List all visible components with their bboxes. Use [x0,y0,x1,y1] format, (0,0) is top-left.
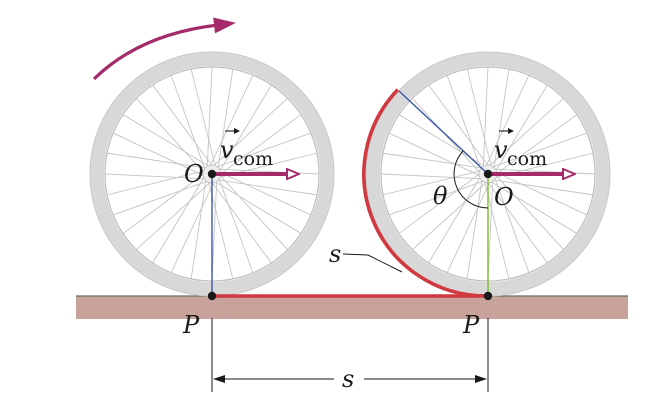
spoke [210,74,254,166]
clockwise-arrow-icon [92,17,236,81]
spoke [382,170,480,196]
spoke [136,182,211,250]
spoke [428,84,489,166]
angle-label: θ [433,182,448,210]
spoke [388,132,480,176]
spoke [493,132,588,168]
spoke [446,182,490,274]
spoke [484,182,510,280]
spoke [152,177,205,264]
spoke [206,66,213,167]
center-label-left: O [184,160,204,188]
velocity-label-left: v [220,136,234,164]
center-label-right: O [494,183,514,211]
spoke [219,168,320,175]
spoke [218,179,318,196]
spoke [112,132,204,176]
spoke [220,172,312,216]
velocity-subscript-left: com [233,148,273,170]
contact-label-right: P [462,311,480,339]
spoke [215,181,302,234]
spoke [217,68,234,168]
center-dot-left [207,169,217,179]
spoke [493,68,510,168]
spoke [211,181,218,282]
spoke [496,114,578,175]
spoke [208,182,234,280]
rolled-arc-path [362,88,487,298]
spoke [489,98,564,166]
spoke [398,173,480,234]
spoke [211,182,272,264]
spoke [112,180,207,216]
spoke [218,179,254,274]
contact-dot-left [207,291,217,301]
spoke [412,182,487,250]
spoke [170,74,206,169]
spoke [446,74,482,169]
center-dot-right [483,169,493,179]
spoke [213,98,288,166]
right-radius-blue-line [398,90,489,175]
spoke [494,179,594,196]
spoke [152,84,213,166]
spoke [482,66,489,167]
spoke [122,173,204,234]
spoke [494,179,530,274]
contact-dot-right [483,291,493,301]
spoke [220,175,288,250]
velocity-label-right: v [494,136,508,164]
angle-arc [453,150,489,209]
spoke [219,84,272,171]
spoke [428,177,481,264]
arc-length-label: s [329,240,341,268]
vector-overarrow-left [225,128,240,134]
spoke [496,175,564,250]
spoke [491,181,578,234]
spoke [106,170,204,196]
ground-strip [76,296,628,319]
spoke [104,173,205,180]
arc-label-leader [342,253,403,273]
spoke [106,152,206,169]
spoke [217,132,312,168]
spoke [388,180,483,216]
spoke [466,180,483,280]
contact-label-left: P [182,311,200,339]
spoke [496,172,588,216]
spoke [380,173,481,180]
spoke [170,182,214,274]
spoke [122,114,209,167]
vector-overarrow-right [499,128,514,134]
spoke [382,152,482,169]
spoke [466,68,492,166]
spoke [495,84,548,171]
spoke [220,114,302,175]
velocity-subscript-right: com [507,148,547,170]
ground-distance-label: s [342,365,354,393]
spoke [487,182,548,264]
spoke [495,168,596,175]
spoke [486,74,530,166]
spoke [190,68,216,166]
spoke [190,180,207,280]
spoke [136,98,204,173]
